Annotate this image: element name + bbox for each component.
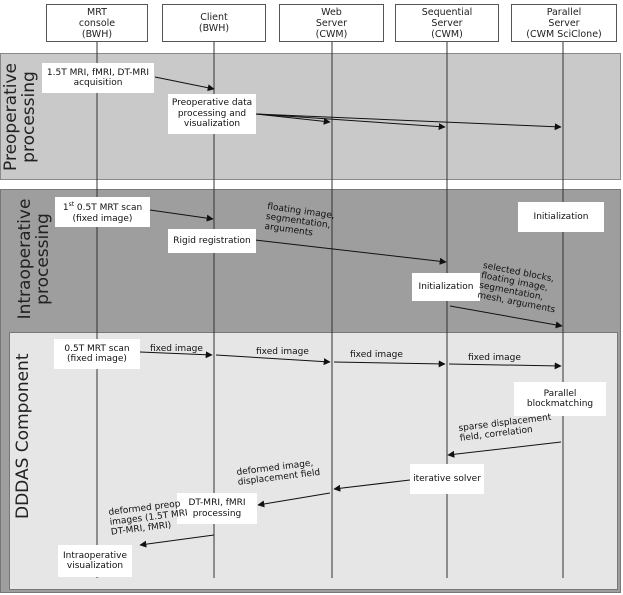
arrow-client-to-console <box>139 534 215 548</box>
header-client: Client(BWH) <box>162 4 266 42</box>
label-fixed-image-4: fixed image <box>468 353 521 363</box>
arrow-scan1-to-client <box>149 209 214 222</box>
arrow-fixed-2 <box>215 354 331 366</box>
arrow-preop-to-sequential <box>255 113 446 131</box>
arrow-fixed-4 <box>448 362 562 370</box>
arrow-preop-to-parallel <box>255 113 562 131</box>
arrow-fixed-3 <box>333 360 446 368</box>
label-fixed-image-1: fixed image <box>150 344 203 354</box>
arrow-solver-to-web <box>333 479 411 492</box>
label-fixed-image-2: fixed image <box>256 347 309 357</box>
box-first-scan: 1st 0.5T MRT scan(fixed image) <box>55 197 150 227</box>
arrow-fixed-1 <box>139 351 213 359</box>
box-iterative-solver: iterative solver <box>410 464 484 494</box>
arrow-blockmatch-to-sequential <box>447 441 562 458</box>
label-fixed-image-3: fixed image <box>350 350 403 360</box>
arrow-rigid-to-sequential <box>254 239 447 265</box>
box-second-scan: 0.5T MRT scan(fixed image) <box>54 339 140 369</box>
box-initialization-parallel: Initialization <box>518 202 604 232</box>
arrow-acquisition-to-client <box>154 76 215 92</box>
arrow-web-to-client <box>257 492 331 508</box>
box-rigid-registration: Rigid registration <box>168 229 256 253</box>
arrow-sequential-to-parallel <box>449 305 563 329</box>
box-initialization-sequential: Initialization <box>412 273 480 301</box>
